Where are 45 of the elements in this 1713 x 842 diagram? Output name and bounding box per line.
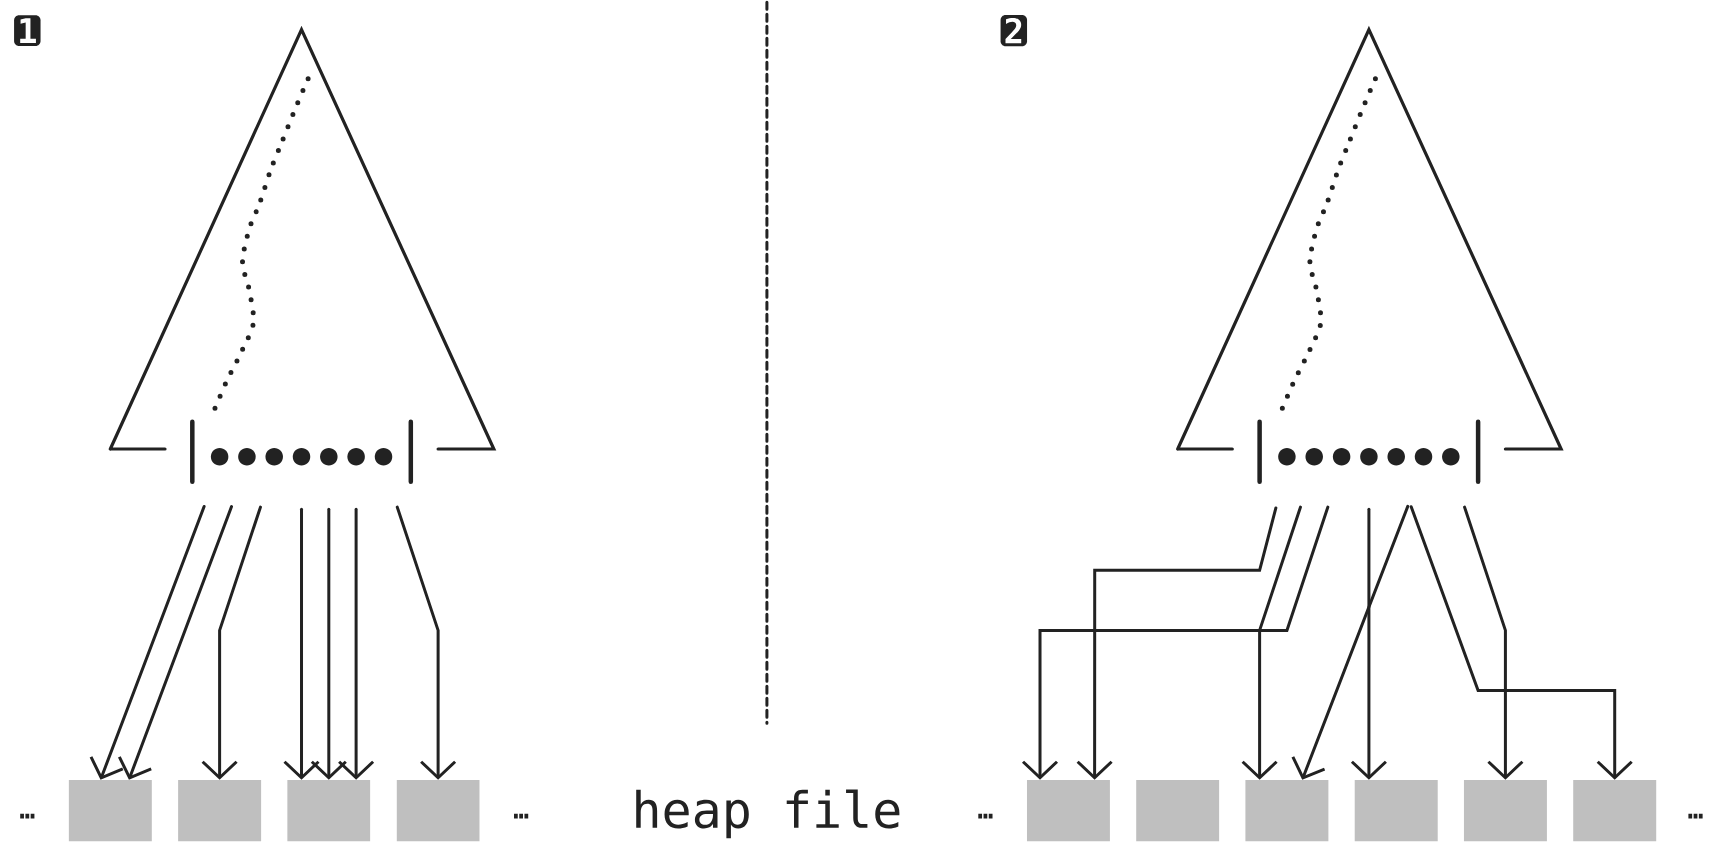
arrow (1463, 505, 1524, 780)
heap-page (1463, 780, 1547, 842)
arrow (338, 507, 375, 780)
entry-dot (1387, 447, 1405, 466)
heap-page (178, 780, 262, 842)
arrow (1409, 505, 1633, 780)
heap-page (1245, 780, 1329, 842)
arrow (395, 505, 457, 780)
entry-dot (320, 447, 338, 466)
arrow (1241, 505, 1302, 780)
ellipsis: … (1688, 813, 1703, 819)
entry-dot (1442, 447, 1460, 466)
entry-dot (347, 447, 365, 466)
ellipsis: … (978, 813, 993, 819)
step-badge: 1 (14, 15, 41, 46)
arrow (1291, 504, 1410, 780)
entry-dot (210, 447, 229, 466)
entry-dot (265, 447, 283, 466)
heap-page (287, 780, 371, 842)
entry-dot (1360, 447, 1378, 466)
caption-text: heap file (636, 789, 900, 839)
entry-dot (1332, 447, 1351, 466)
entry-dot (292, 447, 311, 466)
arrow (283, 507, 320, 780)
heap-page (1354, 780, 1438, 842)
arrow (201, 505, 262, 780)
heap-page (68, 780, 152, 842)
heap-page (1573, 780, 1657, 842)
arrow (1076, 506, 1278, 780)
entry-dot (1278, 447, 1296, 466)
heap-page (396, 780, 480, 842)
arrow (89, 505, 206, 780)
entry-dot (1305, 447, 1323, 466)
ellipsis: … (20, 813, 35, 819)
ellipsis: … (514, 813, 529, 819)
entry-dot (238, 447, 256, 466)
arrow (1350, 507, 1387, 780)
arrow (118, 505, 234, 780)
heap-page (1136, 780, 1220, 842)
entry-dot (374, 447, 393, 466)
arrow (1022, 505, 1330, 780)
heap-page (1026, 780, 1110, 842)
entry-dot (1414, 447, 1433, 466)
arrow (310, 507, 347, 780)
step-badge: 2 (1000, 15, 1028, 47)
